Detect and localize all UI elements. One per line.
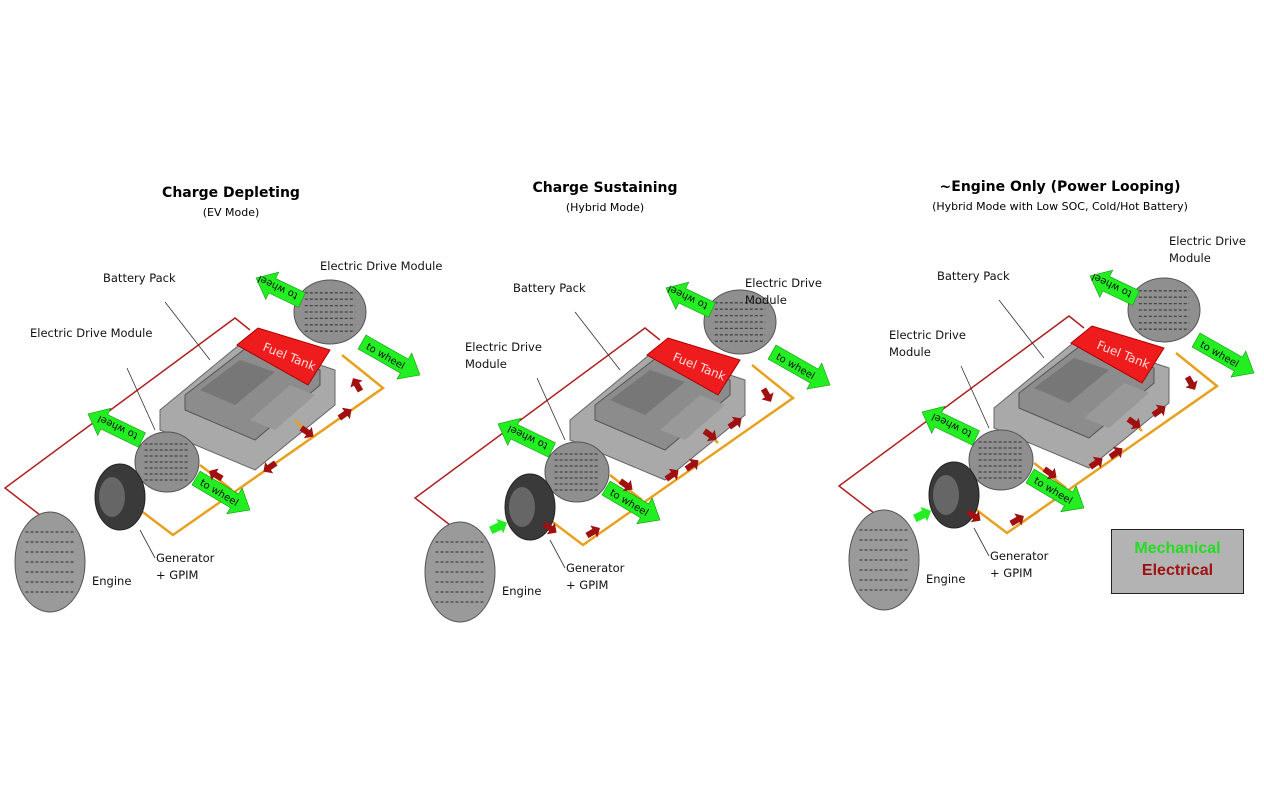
electric-drive-module-front [134, 431, 200, 493]
edm-leader-line [536, 377, 566, 441]
engine [424, 521, 496, 623]
generator-leader-line [549, 539, 566, 569]
fuel-tank: Fuel Tank [1070, 325, 1165, 384]
generator-label: + GPIM [156, 568, 198, 582]
edm-leader-line [126, 367, 156, 431]
edm-front-label: Module [889, 345, 931, 359]
electrical-flow-arrow [760, 387, 774, 402]
generator-leader-line [973, 527, 990, 557]
edm-rear-label: Module [1169, 251, 1211, 265]
edm-rear-label: Module [745, 293, 787, 307]
electrical-flow-arrow [618, 478, 633, 492]
panel-title: Charge Depleting [162, 185, 300, 201]
battery-leader-line [164, 301, 211, 361]
legend-mechanical: Mechanical [1134, 540, 1221, 557]
panel-subtitle: (Hybrid Mode with Low SOC, Cold/Hot Batt… [932, 200, 1188, 213]
battery-leader-line [574, 311, 621, 371]
generator-label: Generator [156, 551, 215, 565]
engine [14, 511, 86, 613]
electrical-flow-arrow [727, 416, 742, 430]
electrical-loop-line [413, 327, 661, 526]
generator-label: Generator [566, 561, 625, 575]
electric-drive-module-rear [703, 289, 777, 355]
battery-pack-label: Battery Pack [937, 269, 1010, 283]
electrical-flow-arrow [1009, 513, 1024, 527]
electrical-flow-arrow [1184, 375, 1198, 390]
electrical-flow-arrow [1108, 446, 1123, 460]
battery-pack-label: Battery Pack [103, 271, 176, 285]
electrical-flow-arrow [664, 468, 679, 482]
to-wheel-arrow-rear-right: to wheel [767, 344, 831, 390]
electrical-loop-line [837, 315, 1085, 514]
legend-electrical: Electrical [1141, 562, 1214, 579]
electrical-flow-arrow [209, 468, 224, 482]
to-wheel-arrow-front-left: to wheel [87, 407, 146, 448]
electrical-flow-arrow [585, 525, 600, 539]
to-wheel-arrow-front-right: to wheel [191, 470, 251, 515]
generator [504, 473, 556, 541]
panel-2: Charge Sustaining (Hybrid Mode) Fuel Tank… [413, 180, 831, 623]
battery-pack-label: Battery Pack [513, 281, 586, 295]
generator [928, 461, 980, 529]
electrical-flow-arrow [1126, 416, 1141, 430]
electrical-flow-arrow [542, 521, 557, 535]
panel-subtitle: (EV Mode) [203, 206, 260, 219]
electrical-flow-arrow [263, 460, 278, 474]
edm-rear-label: Electric Drive [745, 276, 822, 290]
generator [94, 463, 146, 531]
to-wheel-arrow-rear-right: to wheel [1191, 332, 1255, 378]
panel-title: ~Engine Only (Power Looping) [940, 179, 1181, 195]
generator-label: + GPIM [566, 578, 608, 592]
electrical-flow-arrow [337, 407, 352, 421]
engine-label: Engine [926, 572, 965, 586]
engine [848, 509, 920, 611]
generator-label: Generator [990, 549, 1049, 563]
to-wheel-arrow-front-left: to wheel [921, 405, 980, 446]
electrical-flow-arrow [1042, 466, 1057, 480]
electrical-flow-arrow [966, 509, 981, 523]
electrical-flow-arrow [1151, 404, 1166, 418]
legend-box: Mechanical Electrical [1111, 529, 1244, 594]
edm-front-label: Module [465, 357, 507, 371]
panel-subtitle: (Hybrid Mode) [566, 201, 644, 214]
electrical-flow-arrow [1088, 456, 1103, 470]
generator-leader-line [139, 529, 156, 559]
to-wheel-arrow-front-left: to wheel [497, 417, 556, 458]
edm-front-label: Electric Drive [889, 328, 966, 342]
electrical-flow-arrow [350, 378, 364, 393]
electrical-flow-arrow [684, 458, 699, 472]
panel-title: Charge Sustaining [532, 180, 677, 196]
electric-drive-module-front [544, 441, 610, 503]
engine-label: Engine [502, 584, 541, 598]
engine-label: Engine [92, 574, 131, 588]
panel-1: Charge Depleting(EV Mode) Fuel Tank to w… [3, 185, 442, 613]
electrical-loop-line [3, 317, 251, 516]
electrical-flow-arrow [702, 428, 717, 442]
to-wheel-arrow-rear-right: to wheel [357, 334, 421, 380]
power-line [973, 352, 1220, 535]
to-wheel-arrow-front-right: to wheel [1025, 468, 1085, 513]
battery-leader-line [998, 299, 1045, 359]
electric-drive-module-front [968, 429, 1034, 491]
edm-rear-label: Electric Drive [1169, 234, 1246, 248]
generator-label: + GPIM [990, 566, 1032, 580]
to-wheel-arrow-front-right: to wheel [601, 480, 661, 525]
electric-drive-module-rear [1127, 277, 1201, 343]
edm-rear-label: Electric Drive Module [320, 259, 442, 273]
edm-front-label: Electric Drive Module [30, 326, 152, 340]
edm-leader-line [960, 365, 990, 429]
electrical-flow-arrow [299, 425, 314, 439]
power-line [139, 354, 386, 537]
panel-3: ~Engine Only (Power Looping) (Hybrid Mode… [837, 179, 1255, 611]
edm-front-label: Electric Drive [465, 340, 542, 354]
power-line [549, 364, 796, 547]
fuel-tank: Fuel Tank [646, 337, 741, 396]
engine-to-generator-arrow [913, 506, 932, 523]
electric-drive-module-rear [293, 279, 367, 345]
engine-to-generator-arrow [489, 518, 508, 535]
